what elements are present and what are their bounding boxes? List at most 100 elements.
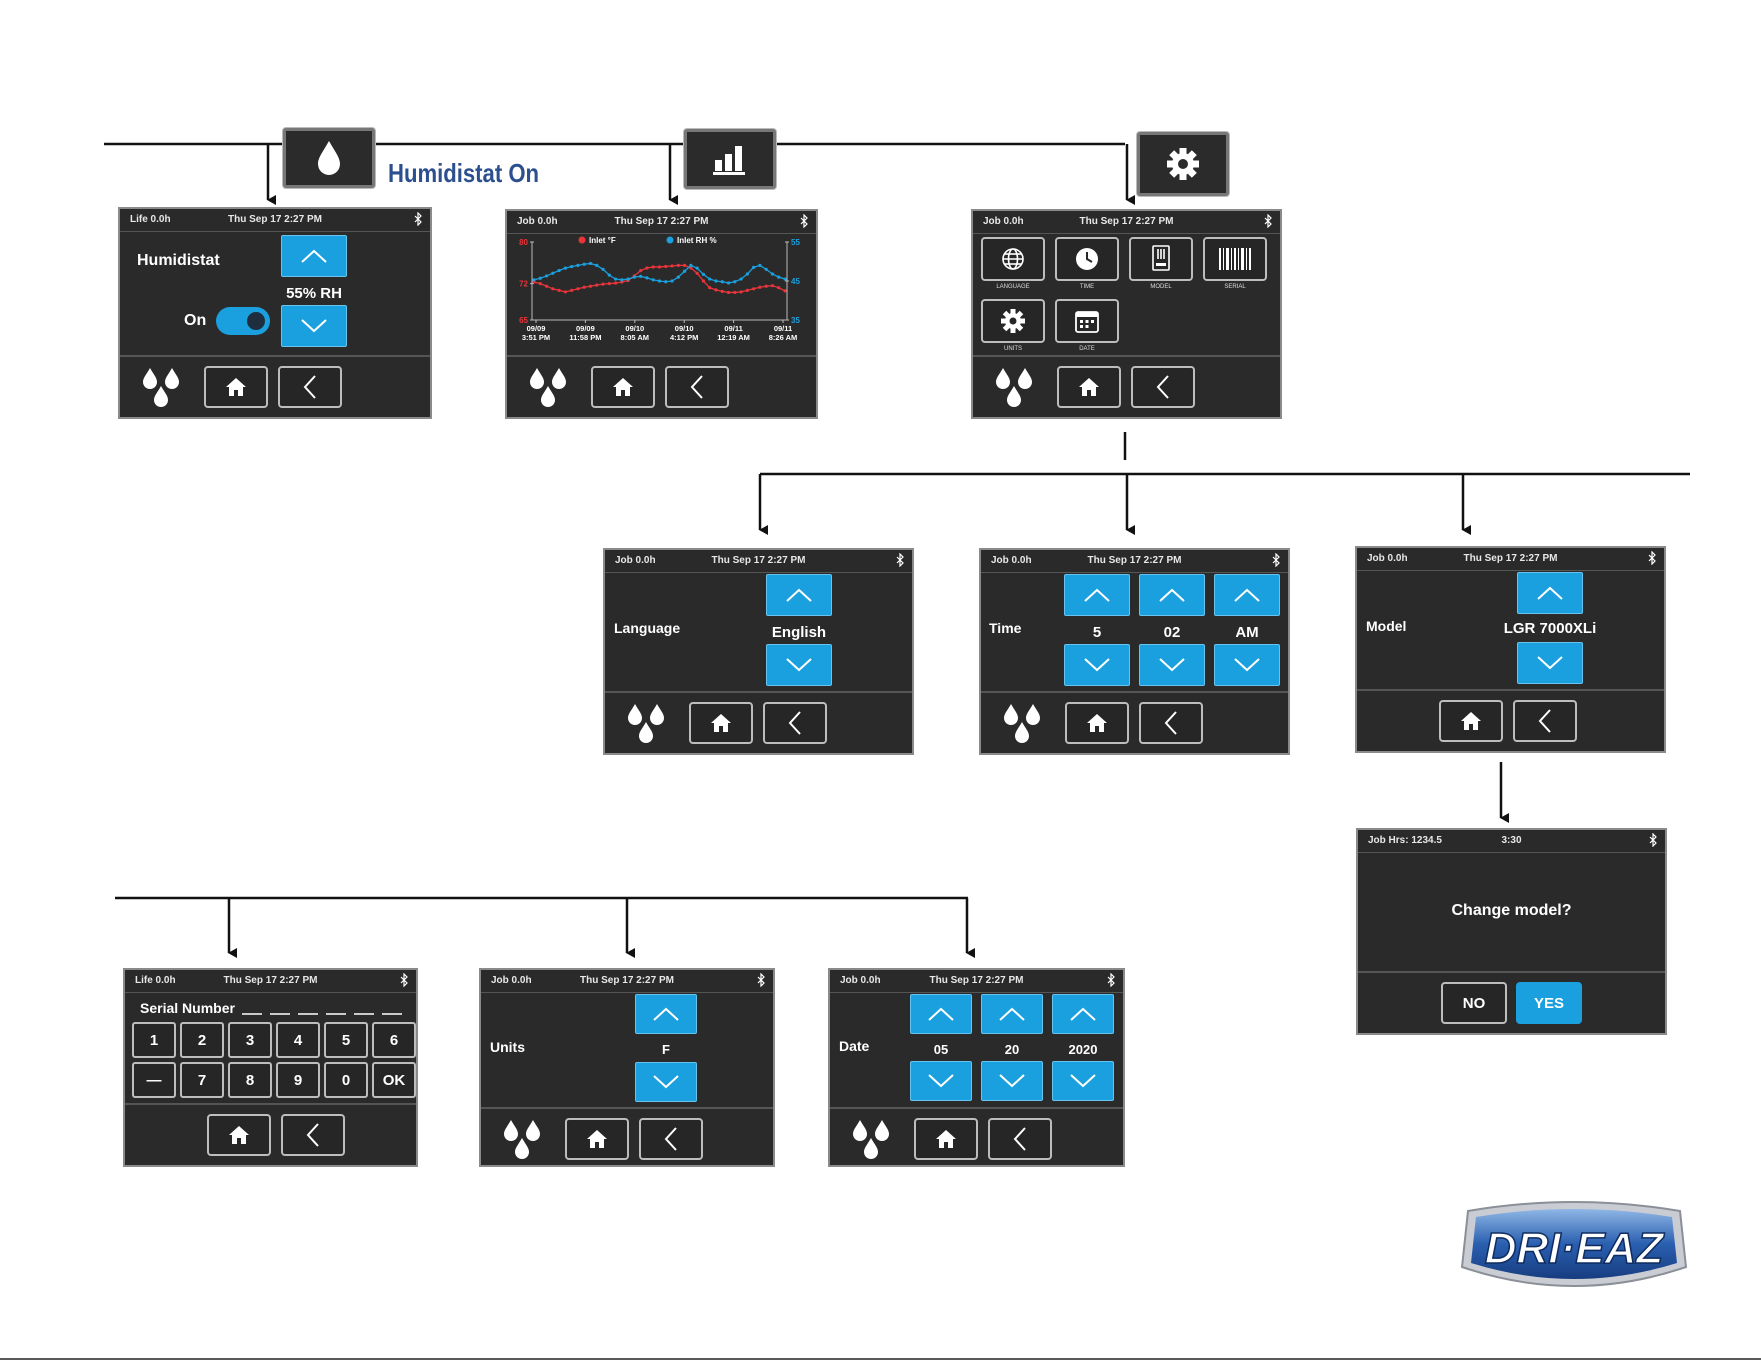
keypad-key[interactable]: 5 bbox=[324, 1022, 368, 1058]
year-down-button[interactable] bbox=[1052, 1061, 1114, 1101]
settings-tile-time[interactable] bbox=[1055, 237, 1119, 281]
chart-tab[interactable] bbox=[684, 129, 776, 189]
data-point bbox=[783, 289, 787, 293]
water-drops-button[interactable] bbox=[525, 365, 571, 411]
model-down-button[interactable] bbox=[1517, 642, 1583, 684]
language-down-button[interactable] bbox=[766, 644, 832, 686]
language-value: English bbox=[771, 624, 827, 641]
keypad-key[interactable]: OK bbox=[372, 1062, 416, 1098]
datetime: Thu Sep 17 2:27 PM bbox=[223, 975, 318, 986]
data-point bbox=[670, 279, 674, 283]
data-point bbox=[701, 279, 706, 283]
settings-tile-label: SERIAL bbox=[1224, 284, 1246, 290]
data-point bbox=[689, 263, 693, 267]
back-button[interactable] bbox=[281, 1114, 345, 1156]
home-button[interactable] bbox=[689, 702, 753, 744]
humidity-up-button[interactable] bbox=[281, 235, 347, 277]
home-button[interactable] bbox=[1439, 700, 1503, 742]
water-drops-button[interactable] bbox=[623, 701, 669, 747]
keypad-key[interactable]: 8 bbox=[228, 1062, 272, 1098]
humidistat-toggle[interactable] bbox=[216, 307, 270, 335]
footer-nav bbox=[507, 355, 816, 417]
globe-icon bbox=[1000, 246, 1026, 272]
x-tick-date: 09/11 bbox=[724, 324, 742, 333]
day-up-button[interactable] bbox=[981, 994, 1043, 1034]
data-point bbox=[639, 269, 643, 273]
back-button[interactable] bbox=[278, 366, 342, 408]
data-point bbox=[758, 263, 762, 267]
footer-nav bbox=[973, 355, 1280, 417]
data-point bbox=[551, 287, 555, 291]
language-up-button[interactable] bbox=[766, 574, 832, 616]
minute-down-button[interactable] bbox=[1139, 644, 1205, 686]
back-button[interactable] bbox=[1513, 700, 1577, 742]
keypad-key[interactable]: 1 bbox=[132, 1022, 176, 1058]
no-button[interactable]: NO bbox=[1441, 982, 1507, 1024]
keypad-key[interactable]: 3 bbox=[228, 1022, 272, 1058]
home-button[interactable] bbox=[1057, 366, 1121, 408]
datetime: Thu Sep 17 2:27 PM bbox=[929, 975, 1024, 986]
year-up-button[interactable] bbox=[1052, 994, 1114, 1034]
hour-down-button[interactable] bbox=[1064, 644, 1130, 686]
keypad-key[interactable]: — bbox=[132, 1062, 176, 1098]
water-drops-button[interactable] bbox=[138, 365, 184, 411]
bluetooth-icon bbox=[400, 972, 408, 988]
humidity-down-button[interactable] bbox=[281, 305, 347, 347]
year-value: 2020 bbox=[1068, 1042, 1098, 1057]
back-button[interactable] bbox=[763, 702, 827, 744]
back-button[interactable] bbox=[1139, 702, 1203, 744]
keypad-key[interactable]: 2 bbox=[180, 1022, 224, 1058]
back-button[interactable] bbox=[665, 366, 729, 408]
settings-tab[interactable] bbox=[1137, 132, 1229, 196]
home-button[interactable] bbox=[207, 1114, 271, 1156]
month-up-button[interactable] bbox=[910, 994, 972, 1034]
ampm-up-button[interactable] bbox=[1214, 574, 1280, 616]
water-drops-button[interactable] bbox=[499, 1117, 545, 1163]
back-button[interactable] bbox=[639, 1118, 703, 1160]
keypad-key[interactable]: 6 bbox=[372, 1022, 416, 1058]
home-button[interactable] bbox=[1065, 702, 1129, 744]
home-button[interactable] bbox=[204, 366, 268, 408]
units-down-button[interactable] bbox=[635, 1062, 697, 1102]
settings-tile-date[interactable] bbox=[1055, 299, 1119, 343]
keypad-key[interactable]: 0 bbox=[324, 1062, 368, 1098]
settings-tile-model[interactable] bbox=[1129, 237, 1193, 281]
home-button[interactable] bbox=[591, 366, 655, 408]
ampm-down-button[interactable] bbox=[1214, 644, 1280, 686]
job-hours: Job 0.0h bbox=[615, 555, 656, 566]
settings-tile-serial[interactable] bbox=[1203, 237, 1267, 281]
data-point bbox=[714, 279, 718, 283]
data-point bbox=[764, 267, 768, 271]
bluetooth-status bbox=[1107, 972, 1115, 990]
hour-up-button[interactable] bbox=[1064, 574, 1130, 616]
x-tick-date: 09/09 bbox=[576, 324, 595, 333]
keypad-key[interactable]: 7 bbox=[180, 1062, 224, 1098]
home-button[interactable] bbox=[565, 1118, 629, 1160]
yes-button[interactable]: YES bbox=[1516, 982, 1582, 1024]
water-drops-button[interactable] bbox=[848, 1117, 894, 1163]
settings-tile-language[interactable] bbox=[981, 237, 1045, 281]
humidistat-tab[interactable] bbox=[283, 128, 375, 188]
units-up-button[interactable] bbox=[635, 994, 697, 1034]
back-button[interactable] bbox=[1131, 366, 1195, 408]
settings-tile-units[interactable] bbox=[981, 299, 1045, 343]
datetime: Thu Sep 17 2:27 PM bbox=[711, 555, 806, 566]
keypad-key[interactable]: 9 bbox=[276, 1062, 320, 1098]
data-point bbox=[532, 280, 536, 284]
keypad-key[interactable]: 4 bbox=[276, 1022, 320, 1058]
model-up-button[interactable] bbox=[1517, 572, 1583, 614]
month-down-button[interactable] bbox=[910, 1061, 972, 1101]
day-down-button[interactable] bbox=[981, 1061, 1043, 1101]
water-drops-button[interactable] bbox=[991, 365, 1037, 411]
data-point bbox=[544, 284, 549, 288]
back-button[interactable] bbox=[988, 1118, 1052, 1160]
minute-up-button[interactable] bbox=[1139, 574, 1205, 616]
data-point bbox=[777, 286, 781, 290]
bluetooth-status bbox=[800, 213, 808, 231]
job-hours: Job 0.0h bbox=[517, 216, 558, 227]
water-drops-button[interactable] bbox=[999, 701, 1045, 747]
home-button[interactable] bbox=[914, 1118, 978, 1160]
